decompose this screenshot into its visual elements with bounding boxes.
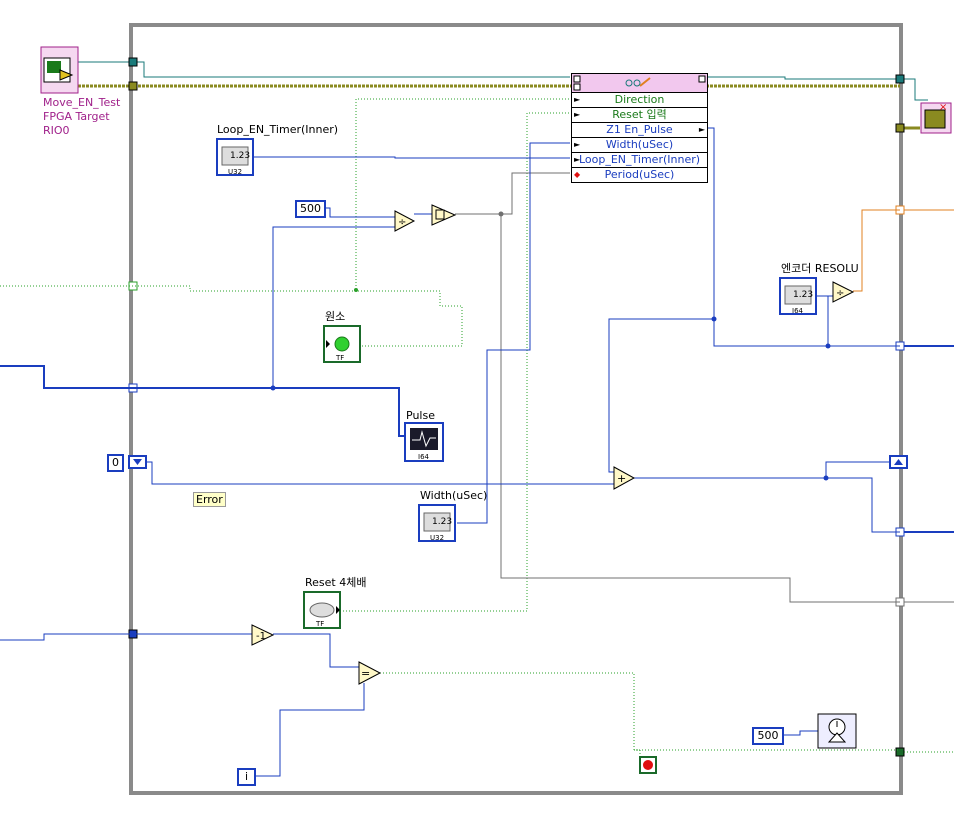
iteration-terminal: i [237, 768, 256, 786]
pulse-type: I64 [418, 453, 429, 461]
wire-500-wait [780, 730, 818, 736]
close-ref-icon[interactable]: × [920, 102, 952, 134]
wire-bool-left [0, 285, 463, 347]
tunnel-ref-olive-right [895, 123, 905, 133]
property-row-period[interactable]: ◆Period(uSec) [574, 168, 675, 181]
wire-add-out-2 [826, 477, 900, 533]
wire-bool-reset [340, 112, 570, 612]
fpga-ref-line-1: Move_EN_Test [43, 96, 121, 109]
wire-loop-en-timer [254, 156, 570, 159]
wire-int-in [0, 365, 405, 437]
fpga-ref-icon[interactable] [40, 46, 79, 94]
property-node-header [572, 74, 707, 93]
wire-fpga-ref-teal-out [707, 76, 900, 80]
loop-en-timer-glyph: 1.23 [230, 151, 251, 161]
add-node[interactable]: + [613, 466, 636, 490]
property-node-glasses-icon [573, 75, 706, 91]
property-row-width[interactable]: ►Width(uSec) [572, 138, 707, 153]
divide-node[interactable]: ÷ [394, 210, 416, 232]
tunnel-ref-teal-right [895, 74, 905, 84]
decrement-node[interactable]: -1 [251, 624, 275, 646]
wonso-led-indicator[interactable] [323, 325, 361, 363]
loop-en-timer-terminal[interactable] [216, 138, 254, 176]
fpga-ref-line-3: RIO0 [43, 124, 70, 137]
pulse-label: Pulse [406, 409, 435, 422]
encoder-resolu-terminal[interactable] [779, 277, 817, 315]
error-label: Error [193, 492, 226, 507]
wire-orange [853, 209, 900, 292]
svg-text:=: = [361, 667, 370, 680]
encoder-type: I64 [792, 307, 803, 315]
svg-text:÷: ÷ [398, 217, 406, 228]
shift-register-left[interactable] [128, 455, 147, 469]
loop-en-timer-label: Loop_EN_Timer(Inner) [217, 123, 339, 136]
property-node[interactable]: ►Direction ►Reset 입력 Z1 En_Pulse► ►Width… [571, 73, 708, 183]
reset-4x-label: Reset 4체배 [305, 576, 367, 589]
constant-500-bottom[interactable]: 500 [752, 727, 784, 745]
wonso-type: TF [336, 354, 345, 362]
wire-z1-add [608, 318, 714, 473]
pulse-indicator[interactable] [404, 422, 444, 462]
property-row-z1-en-pulse[interactable]: Z1 En_Pulse► [572, 123, 707, 138]
svg-text:-1: -1 [256, 631, 266, 642]
stop-terminal[interactable] [639, 756, 657, 774]
property-row-direction[interactable]: ►Direction [572, 93, 707, 108]
wire-dec-out [273, 633, 359, 668]
wire-iteration [256, 683, 365, 777]
wire-ref-out-teal [900, 78, 928, 101]
tunnel-ref-teal [128, 57, 138, 67]
wire-iter-in [0, 633, 252, 641]
property-row-loop-en-timer[interactable]: ►Loop_EN_Timer(Inner) [572, 153, 707, 168]
wire-bool-stop [634, 749, 641, 763]
svg-text:×: × [939, 102, 947, 113]
divide-encoder-node[interactable]: ÷ [832, 281, 855, 303]
wire-fpga-ref-teal [78, 61, 570, 78]
width-label: Width(uSec) [420, 489, 488, 502]
tunnel-ref-olive [128, 81, 138, 91]
encoder-glyph: 1.23 [793, 290, 814, 300]
width-terminal[interactable] [418, 504, 456, 542]
encoder-resolu-label: 엔코더 RESOLU [781, 262, 859, 275]
wire-bool-direction [355, 98, 570, 286]
wire-width [457, 142, 570, 524]
reset-4x-type: TF [316, 620, 325, 628]
fpga-ref-line-2: FPGA Target [43, 110, 110, 123]
svg-text:÷: ÷ [836, 288, 844, 299]
width-type: U32 [430, 534, 445, 542]
wire-bool-equal [380, 672, 900, 751]
wire-shift-reg [146, 461, 614, 485]
wait-ms-icon[interactable] [817, 713, 857, 749]
shift-register-right[interactable] [889, 455, 908, 469]
while-loop-frame[interactable] [129, 23, 903, 795]
loop-en-timer-type: U32 [228, 168, 243, 176]
wire-period [455, 172, 570, 215]
property-row-reset[interactable]: ►Reset 입력 [572, 108, 707, 123]
wire-int-up [272, 226, 395, 388]
wire-period-down [500, 214, 900, 603]
wonso-label: 원소 [325, 310, 346, 323]
to-integer-node[interactable] [431, 204, 457, 226]
wire-500-div [322, 207, 395, 218]
constant-500-top[interactable]: 500 [295, 200, 326, 218]
wire-z1-out [707, 127, 900, 347]
wire-add-out [634, 461, 890, 479]
constant-zero[interactable]: 0 [107, 454, 124, 472]
reset-4x-toggle[interactable] [303, 591, 341, 629]
svg-text:+: + [617, 472, 626, 485]
width-glyph: 1.23 [432, 517, 453, 527]
tunnel-bool-right [895, 747, 905, 757]
equal-node[interactable]: = [358, 661, 382, 685]
